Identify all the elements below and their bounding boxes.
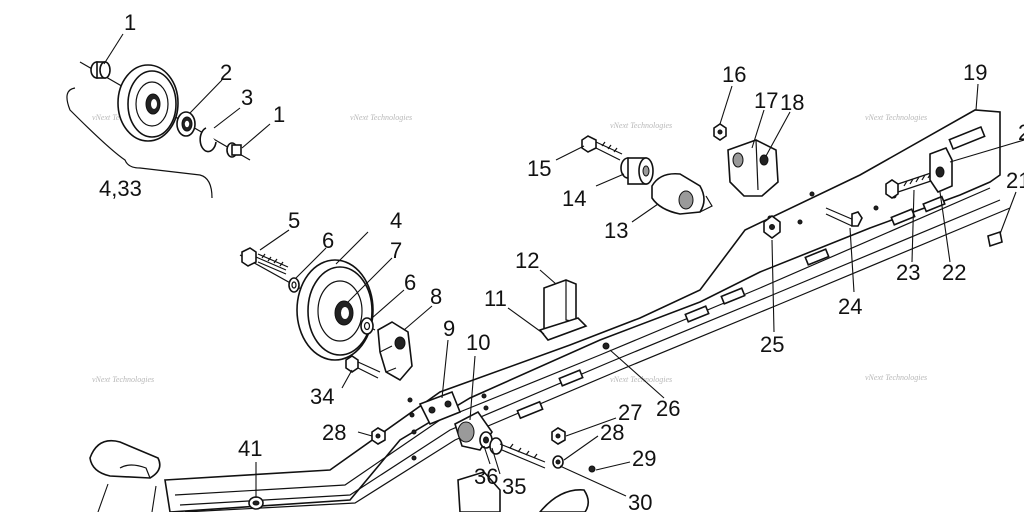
washer-part-6b — [360, 317, 374, 335]
callout-26: 26 — [656, 396, 680, 421]
callout-36: 36 — [474, 464, 498, 489]
idler-wheel-upper — [117, 64, 179, 142]
callout-28a: 28 — [322, 420, 346, 445]
bolt-part-24 — [825, 207, 863, 227]
callout-24: 24 — [838, 294, 862, 319]
spacer-part-11 — [538, 317, 588, 341]
snap-ring-part-3 — [199, 127, 217, 153]
bolt-part-15 — [581, 135, 623, 161]
plate-part-9 — [418, 390, 462, 426]
callout-1b: 1 — [273, 102, 285, 127]
washer-part-28b — [552, 455, 564, 469]
callout-4-33: 4,33 — [99, 176, 142, 201]
callout-29: 29 — [632, 446, 656, 471]
pin-part-29 — [588, 465, 596, 473]
callout-11: 11 — [484, 286, 507, 311]
watermark-5: vNext Technologies — [92, 375, 154, 384]
nut-part-27 — [551, 427, 566, 445]
callout-8: 8 — [430, 284, 442, 309]
callout-labels: 1 2 3 1 4,33 5 6 4 7 6 8 9 10 11 12 13 1… — [99, 10, 1024, 512]
callout-18: 18 — [780, 90, 804, 115]
rail-body — [164, 109, 1001, 512]
bearing-part-2 — [176, 111, 196, 137]
watermark-3: vNext Technologies — [610, 121, 672, 130]
callout-15: 15 — [527, 156, 551, 181]
bolt-part-5 — [241, 247, 289, 275]
callout-23: 23 — [896, 260, 920, 285]
idler-wheel-lower — [296, 259, 374, 361]
watermark-7: vNext Technologies — [865, 373, 927, 382]
callout-30: 30 — [628, 490, 652, 512]
leader-lines — [97, 33, 1024, 512]
bolt-part-1b — [226, 142, 242, 158]
pin-part-21 — [987, 230, 1003, 248]
callout-3: 3 — [241, 85, 253, 110]
watermark-4: vNext Technologies — [865, 113, 927, 122]
nut-part-28a — [371, 427, 386, 445]
callout-7: 7 — [390, 238, 402, 263]
callout-12: 12 — [515, 248, 539, 273]
callout-10: 10 — [466, 330, 490, 355]
roller-part-13 — [651, 172, 713, 215]
lower-bracket — [457, 471, 590, 512]
washer-part-6a — [288, 277, 300, 293]
callout-28b: 28 — [600, 420, 624, 445]
callout-19: 19 — [963, 60, 987, 85]
callout-5: 5 — [288, 208, 300, 233]
bracket-part-17-18 — [727, 139, 779, 197]
callout-16: 16 — [722, 62, 746, 87]
lower-wheel-assembly — [239, 247, 413, 382]
callout-20: 2 — [1018, 120, 1024, 145]
callout-34: 34 — [310, 384, 334, 409]
adjuster-block — [929, 146, 953, 193]
callout-14: 14 — [562, 186, 586, 211]
callout-35: 35 — [502, 474, 526, 499]
callout-25: 25 — [760, 332, 784, 357]
callout-22: 22 — [942, 260, 966, 285]
callout-1a: 1 — [124, 10, 136, 35]
callout-4: 4 — [390, 208, 402, 233]
callout-9: 9 — [443, 316, 455, 341]
callout-17: 17 — [754, 88, 778, 113]
group-bracket — [66, 87, 213, 199]
rail-slots — [516, 125, 986, 420]
roller-part-14 — [620, 157, 654, 185]
nut-part-16 — [713, 123, 727, 141]
slide-rail — [164, 109, 1011, 512]
nut-part-25 — [763, 215, 781, 239]
callout-13: 13 — [604, 218, 628, 243]
watermark-6: vNext Technologies — [610, 375, 672, 384]
screw-part-41 — [248, 496, 264, 510]
upper-wheel-assembly — [66, 61, 251, 199]
callout-2: 2 — [220, 60, 232, 85]
bolt-part-23 — [885, 171, 935, 199]
watermark-2: vNext Technologies — [350, 113, 412, 122]
bracket-part-8 — [377, 321, 413, 382]
callout-27: 27 — [618, 400, 642, 425]
callout-41: 41 — [238, 436, 262, 461]
callout-6a: 6 — [322, 228, 334, 253]
rail-tip — [89, 439, 161, 479]
callout-6b: 6 — [404, 270, 416, 295]
callout-21: 21 — [1006, 168, 1024, 193]
bolt-part-34 — [345, 355, 381, 379]
spacer-part-1a — [90, 61, 111, 79]
pin-part-26 — [602, 342, 610, 350]
